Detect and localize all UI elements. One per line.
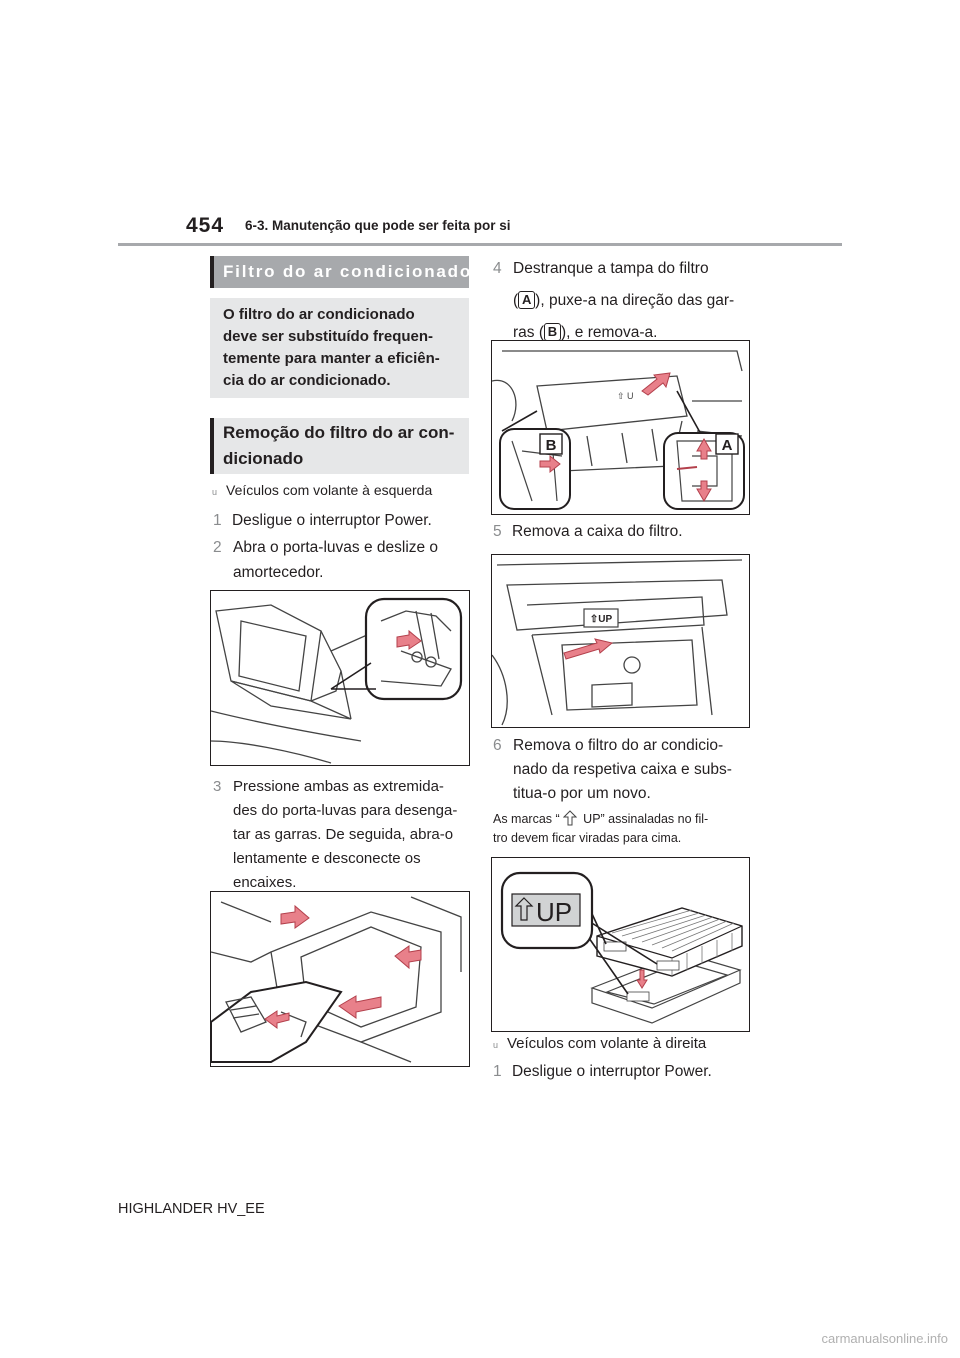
step-text-line: des do porta-luvas para desenga- [233, 802, 458, 819]
figure-glovebox-release [210, 891, 470, 1067]
step-text: Remova a caixa do filtro. [511, 523, 683, 540]
note-text-fragment: UP” assinaladas no fil- [579, 812, 709, 826]
step-number: 1 [493, 1063, 502, 1080]
step-text-line: amortecedor. [233, 564, 324, 581]
step-text-line: titua-o por um novo. [513, 785, 651, 802]
lhd-bullet-item: u Veículos com volante à esquerda [212, 482, 432, 498]
section-header: Filtro do ar condicionado [210, 256, 472, 288]
step-2: 2 Abra o porta-luvas e deslize o amortec… [213, 535, 438, 581]
step-text-fragment: ( [513, 292, 519, 309]
step-4: 4 Destranque a tampa do filtro (A), puxe… [493, 255, 734, 341]
bullet-icon: u [212, 487, 218, 497]
step-3: 3 Pressione ambas as extremida- des do p… [213, 775, 457, 891]
step-text-fragment: ras ( [513, 324, 544, 341]
subsection-header: Remoção do filtro do ar con- dicionado [210, 418, 469, 474]
intro-line: temente para manter a eficiên- [223, 350, 440, 367]
note-text-fragment: tro devem ficar viradas para cima. [493, 831, 682, 845]
step-number: 6 [493, 737, 502, 754]
step-text-line: nado da respetiva caixa e subs- [513, 761, 732, 778]
watermark: carmanualsonline.info [821, 1331, 948, 1346]
bullet-text: Veículos com volante à direita [507, 1035, 707, 1052]
step-text-line: Pressione ambas as extremida- [233, 778, 444, 795]
intro-line: deve ser substituído frequen- [223, 328, 434, 345]
step-text-line: Remova o filtro do ar condicio- [513, 737, 724, 754]
step-6: 6 Remova o filtro do ar condicio- nado d… [493, 734, 732, 802]
up-arrow-icon [560, 810, 580, 829]
intro-line: cia do ar condicionado. [223, 372, 391, 389]
step-number: 4 [493, 260, 502, 277]
step-number: 1 [213, 512, 222, 529]
step-number: 5 [493, 523, 502, 540]
step-5: 5 Remova a caixa do filtro. [493, 519, 683, 544]
subsection-title-line: Remoção do filtro do ar con- [223, 423, 455, 442]
step-number: 3 [213, 778, 222, 795]
filter-case-illustration: ⇧UP [492, 559, 743, 726]
figure-filter-cover: ⇧ U B A [491, 340, 750, 515]
step-text-fragment: ), e remova-a. [561, 324, 658, 341]
label-a-badge: A [518, 291, 536, 309]
intro-line: O filtro do ar condicionado [223, 306, 415, 323]
step-text-line: encaixes. [233, 874, 297, 891]
glovebox-release-illustration [211, 896, 462, 1063]
step-number: 2 [213, 539, 222, 556]
label-b-badge: B [544, 323, 561, 341]
step-text: Desligue o interruptor Power. [231, 512, 432, 529]
bullet-text: Veículos com volante à esquerda [226, 482, 433, 498]
filter-cover-illustration: ⇧ U B A [492, 350, 745, 510]
filter-case-up-mark: ⇧UP [590, 614, 613, 625]
callout-label-a: A [722, 437, 733, 454]
note-text-fragment: As marcas “ [493, 812, 560, 826]
bullet-icon: u [493, 1040, 499, 1050]
chapter-title: 6-3. Manutenção que pode ser feita por s… [245, 218, 511, 233]
step-text: Desligue o interruptor Power. [511, 1063, 712, 1080]
intro-box: O filtro do ar condicionado deve ser sub… [210, 298, 469, 398]
step-text-fragment: ), puxe-a na direção das gar- [535, 292, 735, 309]
orientation-note: As marcas “ UP” assinaladas no fil- tro … [493, 810, 708, 848]
step-text-line: Destranque a tampa do filtro [513, 260, 709, 277]
step-rhd-1: 1 Desligue o interruptor Power. [493, 1059, 712, 1084]
subsection-title-line: dicionado [223, 449, 304, 468]
figure-filter-up-marks: UP [491, 857, 750, 1032]
footer-model: HIGHLANDER HV_EE [118, 1201, 265, 1217]
header-rule [118, 243, 842, 246]
callout-label-b: B [546, 437, 557, 454]
step-text-line: tar as garras. De seguida, abra-o [233, 826, 454, 843]
figure-glovebox-damper [210, 590, 470, 766]
step-text-line: Abra o porta-luvas e deslize o [233, 539, 439, 556]
page-number: 454 [186, 214, 225, 237]
section-title: Filtro do ar condicionado [223, 262, 472, 281]
up-label: UP [536, 897, 572, 927]
glovebox-damper-illustration [211, 597, 463, 764]
filter-up-marks-illustration: UP [500, 871, 743, 1024]
step-text-line: lentamente e desconecte os [233, 850, 421, 867]
figure-filter-case: ⇧UP [491, 554, 750, 728]
filter-cover-up-mark: ⇧ U [617, 391, 634, 401]
rhd-bullet-item: u Veículos com volante à direita [493, 1035, 706, 1052]
step-1: 1 Desligue o interruptor Power. [213, 508, 432, 533]
